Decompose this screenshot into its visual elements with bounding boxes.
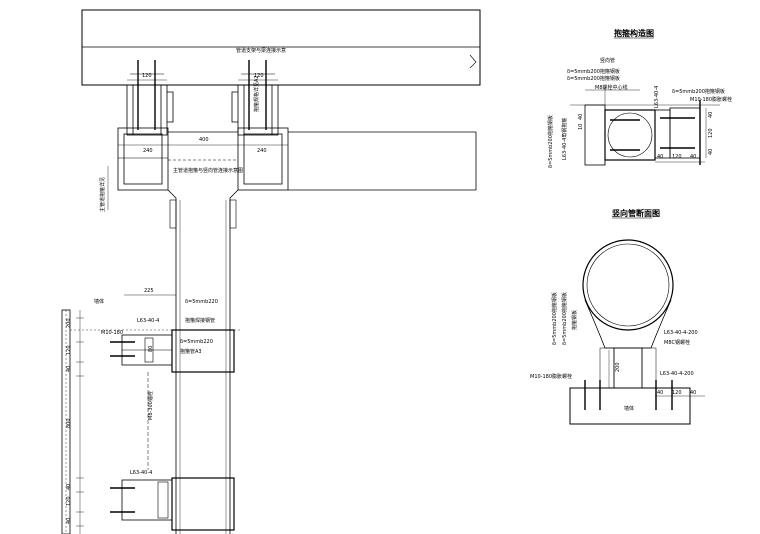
detail-angle: L63-40-4 [654,86,660,108]
bolt-m10: M10-180 [101,330,123,336]
plate-220-top: δ=5mmb220 [185,299,218,305]
detail-dim-40-left: 40 [578,114,584,120]
top-beam [81,9,481,86]
detail-dim-40-v1: 40 [708,112,714,118]
dim-40-c: 40 [66,518,72,524]
wall [61,309,71,534]
section-label-wall: 墙体 [624,405,634,412]
dim-40-b: 40 [66,484,72,490]
detail-dim-120-v: 120 [708,128,714,138]
dim-240-right: 240 [257,148,267,154]
section-vert-note2: δ=5mmb200抱箍钢板 [561,292,568,345]
dim-800: 800 [66,418,72,428]
bolt-m8: M8-300锚栓 [147,391,154,420]
section-bolt-m8: M8C钢螺栓 [664,339,690,346]
horizontal-pipe [168,131,477,191]
note-weld: 抱箍焊接钢管 [185,317,215,324]
upper-wall-clamp [110,329,235,470]
note-pipe-a2: 抱箍规格详见A2 [253,75,260,112]
dim-200: 200 [66,318,72,328]
dim-120-right: 120 [254,73,264,79]
note-vertical: 主管道抱箍详见 [99,177,106,212]
dim-120-left: 120 [142,73,152,79]
section-title: 竖向管断面图 [612,208,660,218]
right-clamp-block [237,127,289,191]
main-dimension-lines [70,79,288,534]
section-vert-note1: δ=5mmb200抱箍钢板 [551,292,558,345]
detail-vert-note1: δ=5mmb200抱箍钢板 [547,115,554,168]
angle-top: L63-40-4 [137,318,159,324]
plate-220-mid: δ=5mmb220 [180,339,213,345]
section-vert-note3: 抱箍钢板 [571,310,578,330]
detail-bolt-right: M10-180膨胀螺栓 [690,96,732,103]
dim-120-v: 120 [66,345,72,355]
detail-clamp [570,88,720,166]
detail-plate-2: δ=5mmb200抱箍钢板 [567,75,620,82]
left-hanger [126,60,174,136]
dim-120-v2: 120 [66,496,72,506]
section-dim-40-r: 40 [690,390,696,396]
dim-400: 400 [199,137,209,143]
detail-dim-40-v2: 40 [708,149,714,155]
detail-dim-120: 120 [672,154,682,160]
section-pipe [569,239,705,425]
label-wall: 墙体 [94,298,104,305]
detail-dim-40-r: 40 [690,154,696,160]
detail-dim-40-l: 40 [657,154,663,160]
detail-plate-1: δ=5mmb200抱箍钢板 [567,68,620,75]
dim-225: 225 [144,288,154,294]
note-top: 管道支架与梁连接示意 [236,47,286,54]
detail-dim-10: 10 [578,124,584,130]
vertical-pipe [167,189,239,534]
note-a3: 抱箍管A3 [180,348,202,355]
section-dim-40-l: 40 [657,390,663,396]
detail-title: 抱箍构造图 [614,28,654,38]
lower-wall-clamp [110,477,235,531]
section-angle-upper: L63-40-4-200 [664,330,698,336]
angle-bottom: L63-40-4 [130,470,152,476]
detail-pipe-cl: 竖向管 [600,57,615,64]
dim-240-left: 240 [143,148,153,154]
section-bolt-m10: M10-180膨胀螺栓 [530,373,572,380]
dim-80: 80 [148,346,154,352]
section-dim-120: 120 [672,390,682,396]
section-dim-200: 200 [615,362,621,372]
detail-m8: M8螺栓中心线 [595,84,628,91]
dim-40-a: 40 [66,366,72,372]
left-clamp-block [117,127,169,191]
detail-vert-note2: L63-40-4角钢抱箍 [561,118,568,160]
note-mid: 主管道抱箍与竖向管连接示意图 [173,167,243,174]
right-hanger [231,60,279,136]
section-angle-lower: L63-40-4-200 [660,371,694,377]
detail-plate-right: δ=5mmb200抱箍钢板 [672,88,725,95]
